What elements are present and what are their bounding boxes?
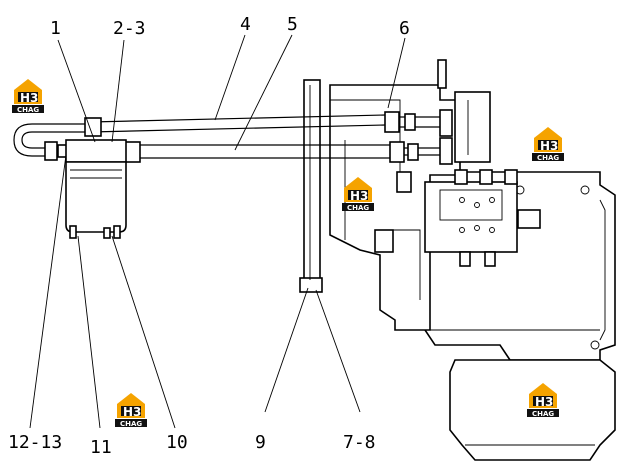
- watermark-logo: H3 CHAG: [342, 177, 374, 212]
- bracket-plate: [299, 79, 323, 293]
- callout-11: 11: [90, 437, 112, 458]
- watermark-brand: CHAG: [17, 106, 39, 114]
- watermark-brand: CHAG: [120, 420, 142, 428]
- hose-5: [124, 137, 453, 165]
- callout-5: 5: [287, 14, 298, 35]
- watermark-brand: CHAG: [532, 410, 554, 418]
- control-valve: [424, 169, 541, 267]
- mounting-body: [329, 59, 491, 331]
- hose-4: [84, 109, 453, 137]
- watermark-logo: H3 CHAG: [527, 383, 559, 418]
- watermark-letters: H3: [123, 405, 141, 419]
- callout-9: 9: [255, 432, 266, 453]
- watermark-logo: H3 CHAG: [12, 79, 44, 114]
- callout-2-3: 2-3: [113, 18, 146, 39]
- callout-6: 6: [399, 18, 410, 39]
- watermark-logo: H3 CHAG: [532, 127, 564, 162]
- watermark-letters: H3: [350, 189, 368, 203]
- watermark-letters: H3: [20, 91, 38, 105]
- leader-lines: [29, 34, 406, 429]
- callout-12-13: 12-13: [8, 432, 62, 453]
- callout-4: 4: [240, 14, 251, 35]
- watermark-letters: H3: [540, 139, 558, 153]
- callout-10: 10: [166, 432, 188, 453]
- filter-assembly: [44, 139, 127, 239]
- watermark-brand: CHAG: [347, 204, 369, 212]
- u-bend-tube: [13, 123, 85, 157]
- watermark-logo: H3 CHAG: [115, 393, 147, 428]
- callout-1: 1: [50, 18, 61, 39]
- callout-7-8: 7-8: [343, 432, 376, 453]
- watermark-brand: CHAG: [537, 154, 559, 162]
- watermark-letters: H3: [535, 395, 553, 409]
